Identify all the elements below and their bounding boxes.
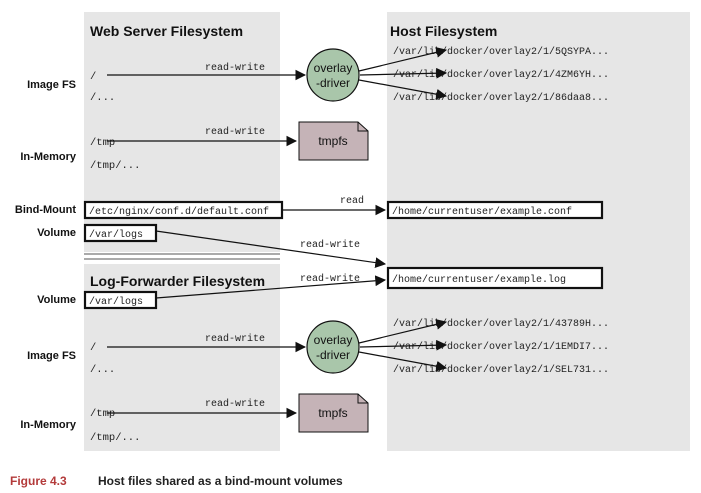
host-web-layer-2: /var/lib/docker/overlay2/1/4ZM6YH... — [393, 69, 609, 81]
caption-text: Host files shared as a bind-mount volume… — [98, 474, 343, 488]
overlay-driver-web-line1: overlay — [314, 61, 353, 75]
overlay-driver-web-line2: -driver — [316, 76, 350, 90]
web-path-root: / — [90, 71, 96, 83]
edge-overlay-web-layer-1 — [358, 47, 448, 72]
host-web-layer-1: /var/lib/docker/overlay2/1/5QSYPA... — [393, 46, 609, 58]
nginx-conf-box — [83, 200, 284, 220]
tmpfs-log-node — [298, 393, 369, 433]
edge-label-log-logs: read-write — [300, 273, 360, 285]
host-example-conf: /home/currentuser/example.conf — [392, 206, 572, 218]
web-path-tmp: /tmp — [90, 137, 115, 149]
web-path-nginx-conf: /etc/nginx/conf.d/default.conf — [89, 206, 269, 218]
row-label-web-image-fs: Image FS — [27, 79, 76, 91]
host-panel — [387, 12, 690, 451]
log-forwarder-title: Log-Forwarder Filesystem — [90, 273, 265, 289]
web-path-tmp-more: /tmp/... — [90, 160, 140, 172]
tmpfs-web-label: tmpfs — [318, 134, 347, 148]
web-server-title: Web Server Filesystem — [90, 23, 243, 39]
example-conf-box — [386, 200, 604, 220]
edge-label-conf-read: read — [340, 195, 364, 207]
edge-label-web-logs: read-write — [300, 239, 360, 251]
row-label-web-volume: Volume — [37, 227, 76, 239]
edge-overlay-log-layer-1 — [358, 319, 448, 344]
edge-label-log-tmp: read-write — [205, 398, 265, 410]
web-path-var-logs: /var/logs — [89, 229, 143, 241]
host-title: Host Filesystem — [390, 23, 497, 39]
log-path-tmp: /tmp — [90, 408, 115, 420]
tmpfs-web-node — [298, 121, 369, 161]
edge-log-logs-to-host-log — [155, 275, 387, 299]
overlay-driver-log-line2: -driver — [316, 348, 350, 362]
edge-overlay-log-layer-2 — [359, 339, 448, 351]
host-log-layer-2: /var/lib/docker/overlay2/1/1EMDI7... — [393, 341, 609, 353]
caption-label: Figure 4.3 — [10, 474, 67, 488]
example-log-box — [386, 266, 604, 290]
edge-overlay-web-layer-3 — [358, 79, 448, 100]
row-label-bind-mount: Bind-Mount — [15, 204, 76, 216]
overlay-driver-log-node — [306, 320, 360, 374]
edge-web-logs-to-host-log — [155, 230, 387, 268]
edge-overlay-web-layer-2 — [359, 67, 448, 79]
web-var-logs-box — [83, 223, 158, 243]
log-path-root: / — [90, 342, 96, 354]
log-var-logs-box — [83, 290, 158, 310]
host-web-layer-3: /var/lib/docker/overlay2/1/86daa8... — [393, 92, 609, 104]
tmpfs-web-fold — [357, 122, 368, 132]
edge-overlay-log-layer-3 — [358, 351, 448, 372]
tmpfs-log-fold — [357, 394, 368, 404]
log-path-var-logs: /var/logs — [89, 296, 143, 308]
row-label-web-in-memory: In-Memory — [20, 151, 77, 163]
overlay-driver-web-node — [306, 48, 360, 102]
web-path-root-more: /... — [90, 92, 115, 104]
log-path-root-more: /... — [90, 364, 115, 376]
edge-label-log-image: read-write — [205, 333, 265, 345]
row-label-log-in-memory: In-Memory — [20, 419, 77, 431]
tmpfs-log-label: tmpfs — [318, 406, 347, 420]
host-log-layer-3: /var/lib/docker/overlay2/1/SEL731... — [393, 364, 609, 376]
log-path-tmp-more: /tmp/... — [90, 432, 140, 444]
overlay-driver-log-line1: overlay — [314, 333, 353, 347]
host-example-log: /home/currentuser/example.log — [392, 274, 566, 286]
edge-label-web-tmp: read-write — [205, 126, 265, 138]
host-log-layer-1: /var/lib/docker/overlay2/1/43789H... — [393, 318, 609, 330]
row-label-log-image-fs: Image FS — [27, 350, 76, 362]
edge-label-web-image: read-write — [205, 62, 265, 74]
row-label-log-volume: Volume — [37, 294, 76, 306]
